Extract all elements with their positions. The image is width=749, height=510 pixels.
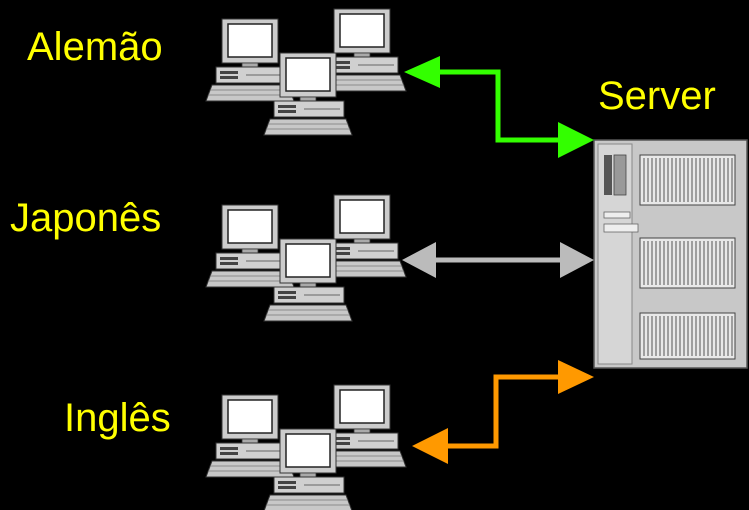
japones-connection-arrow xyxy=(402,242,594,278)
ingles-connection-arrow xyxy=(412,360,594,464)
label-alemao: Alemão xyxy=(27,25,163,69)
alemao-connection-arrow xyxy=(404,56,594,158)
computer-cluster-icon xyxy=(206,385,406,510)
label-japones: Japonês xyxy=(10,196,162,240)
computer-cluster-icon xyxy=(206,9,406,135)
computer-cluster-icon xyxy=(206,195,406,321)
label-ingles: Inglês xyxy=(64,396,171,440)
label-server: Server xyxy=(598,74,716,118)
server-tower-icon xyxy=(593,139,748,369)
